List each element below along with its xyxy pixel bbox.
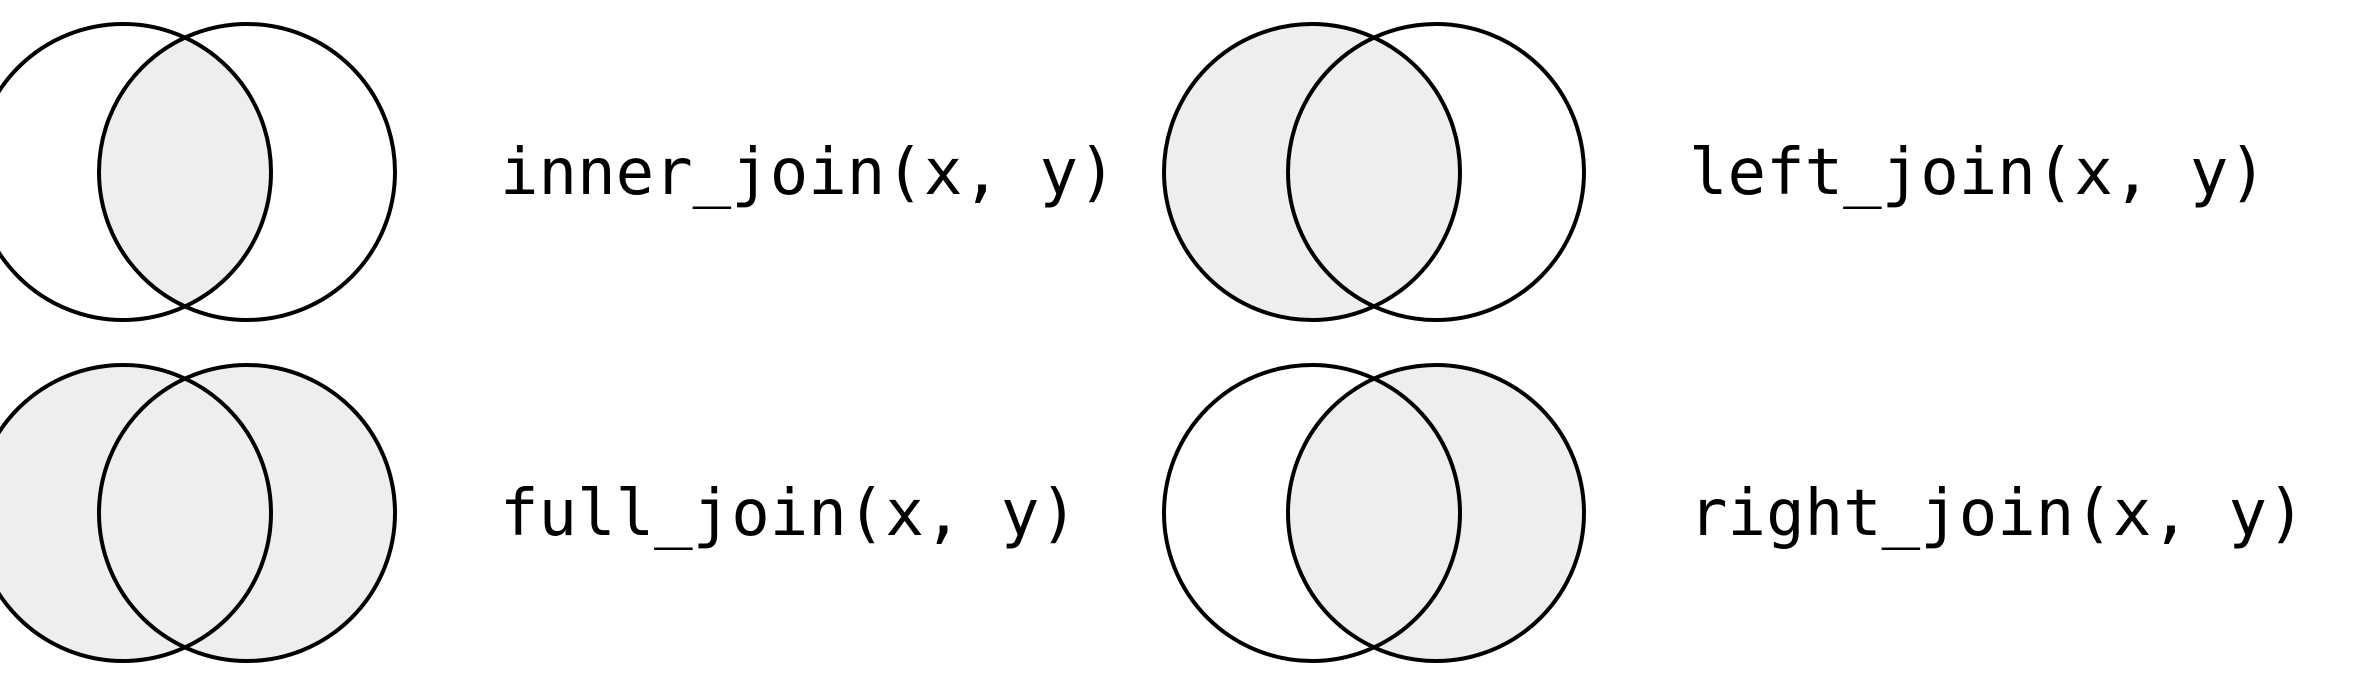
- join-panel-left: left_join(x, y): [1162, 22, 2267, 322]
- y-circle: [97, 363, 397, 663]
- x-circle: [0, 363, 273, 663]
- y-circle: [97, 22, 397, 322]
- y-circle-fill: [99, 365, 395, 661]
- inner-join-venn: [0, 22, 397, 322]
- right-join-label: right_join(x, y): [1689, 477, 2306, 551]
- intersection-fill: [99, 37, 271, 307]
- join-panel-inner: inner_join(x, y): [0, 22, 1117, 322]
- join-panel-right: right_join(x, y): [1162, 363, 2306, 663]
- x-circle: [1162, 22, 1462, 322]
- y-circle: [1286, 22, 1586, 322]
- y-circle-fill: [1288, 365, 1584, 661]
- right-join-venn: [1162, 363, 1586, 663]
- x-circle: [1162, 363, 1462, 663]
- join-panel-full: full_join(x, y): [0, 363, 1078, 663]
- full-join-venn: [0, 363, 397, 663]
- y-circle: [1286, 363, 1586, 663]
- x-circle-fill: [1164, 24, 1460, 320]
- inner-join-label: inner_join(x, y): [500, 136, 1117, 210]
- x-circle: [0, 22, 273, 322]
- left-join-venn: [1162, 22, 1586, 322]
- left-join-label: left_join(x, y): [1689, 136, 2267, 210]
- full-join-label: full_join(x, y): [500, 477, 1078, 551]
